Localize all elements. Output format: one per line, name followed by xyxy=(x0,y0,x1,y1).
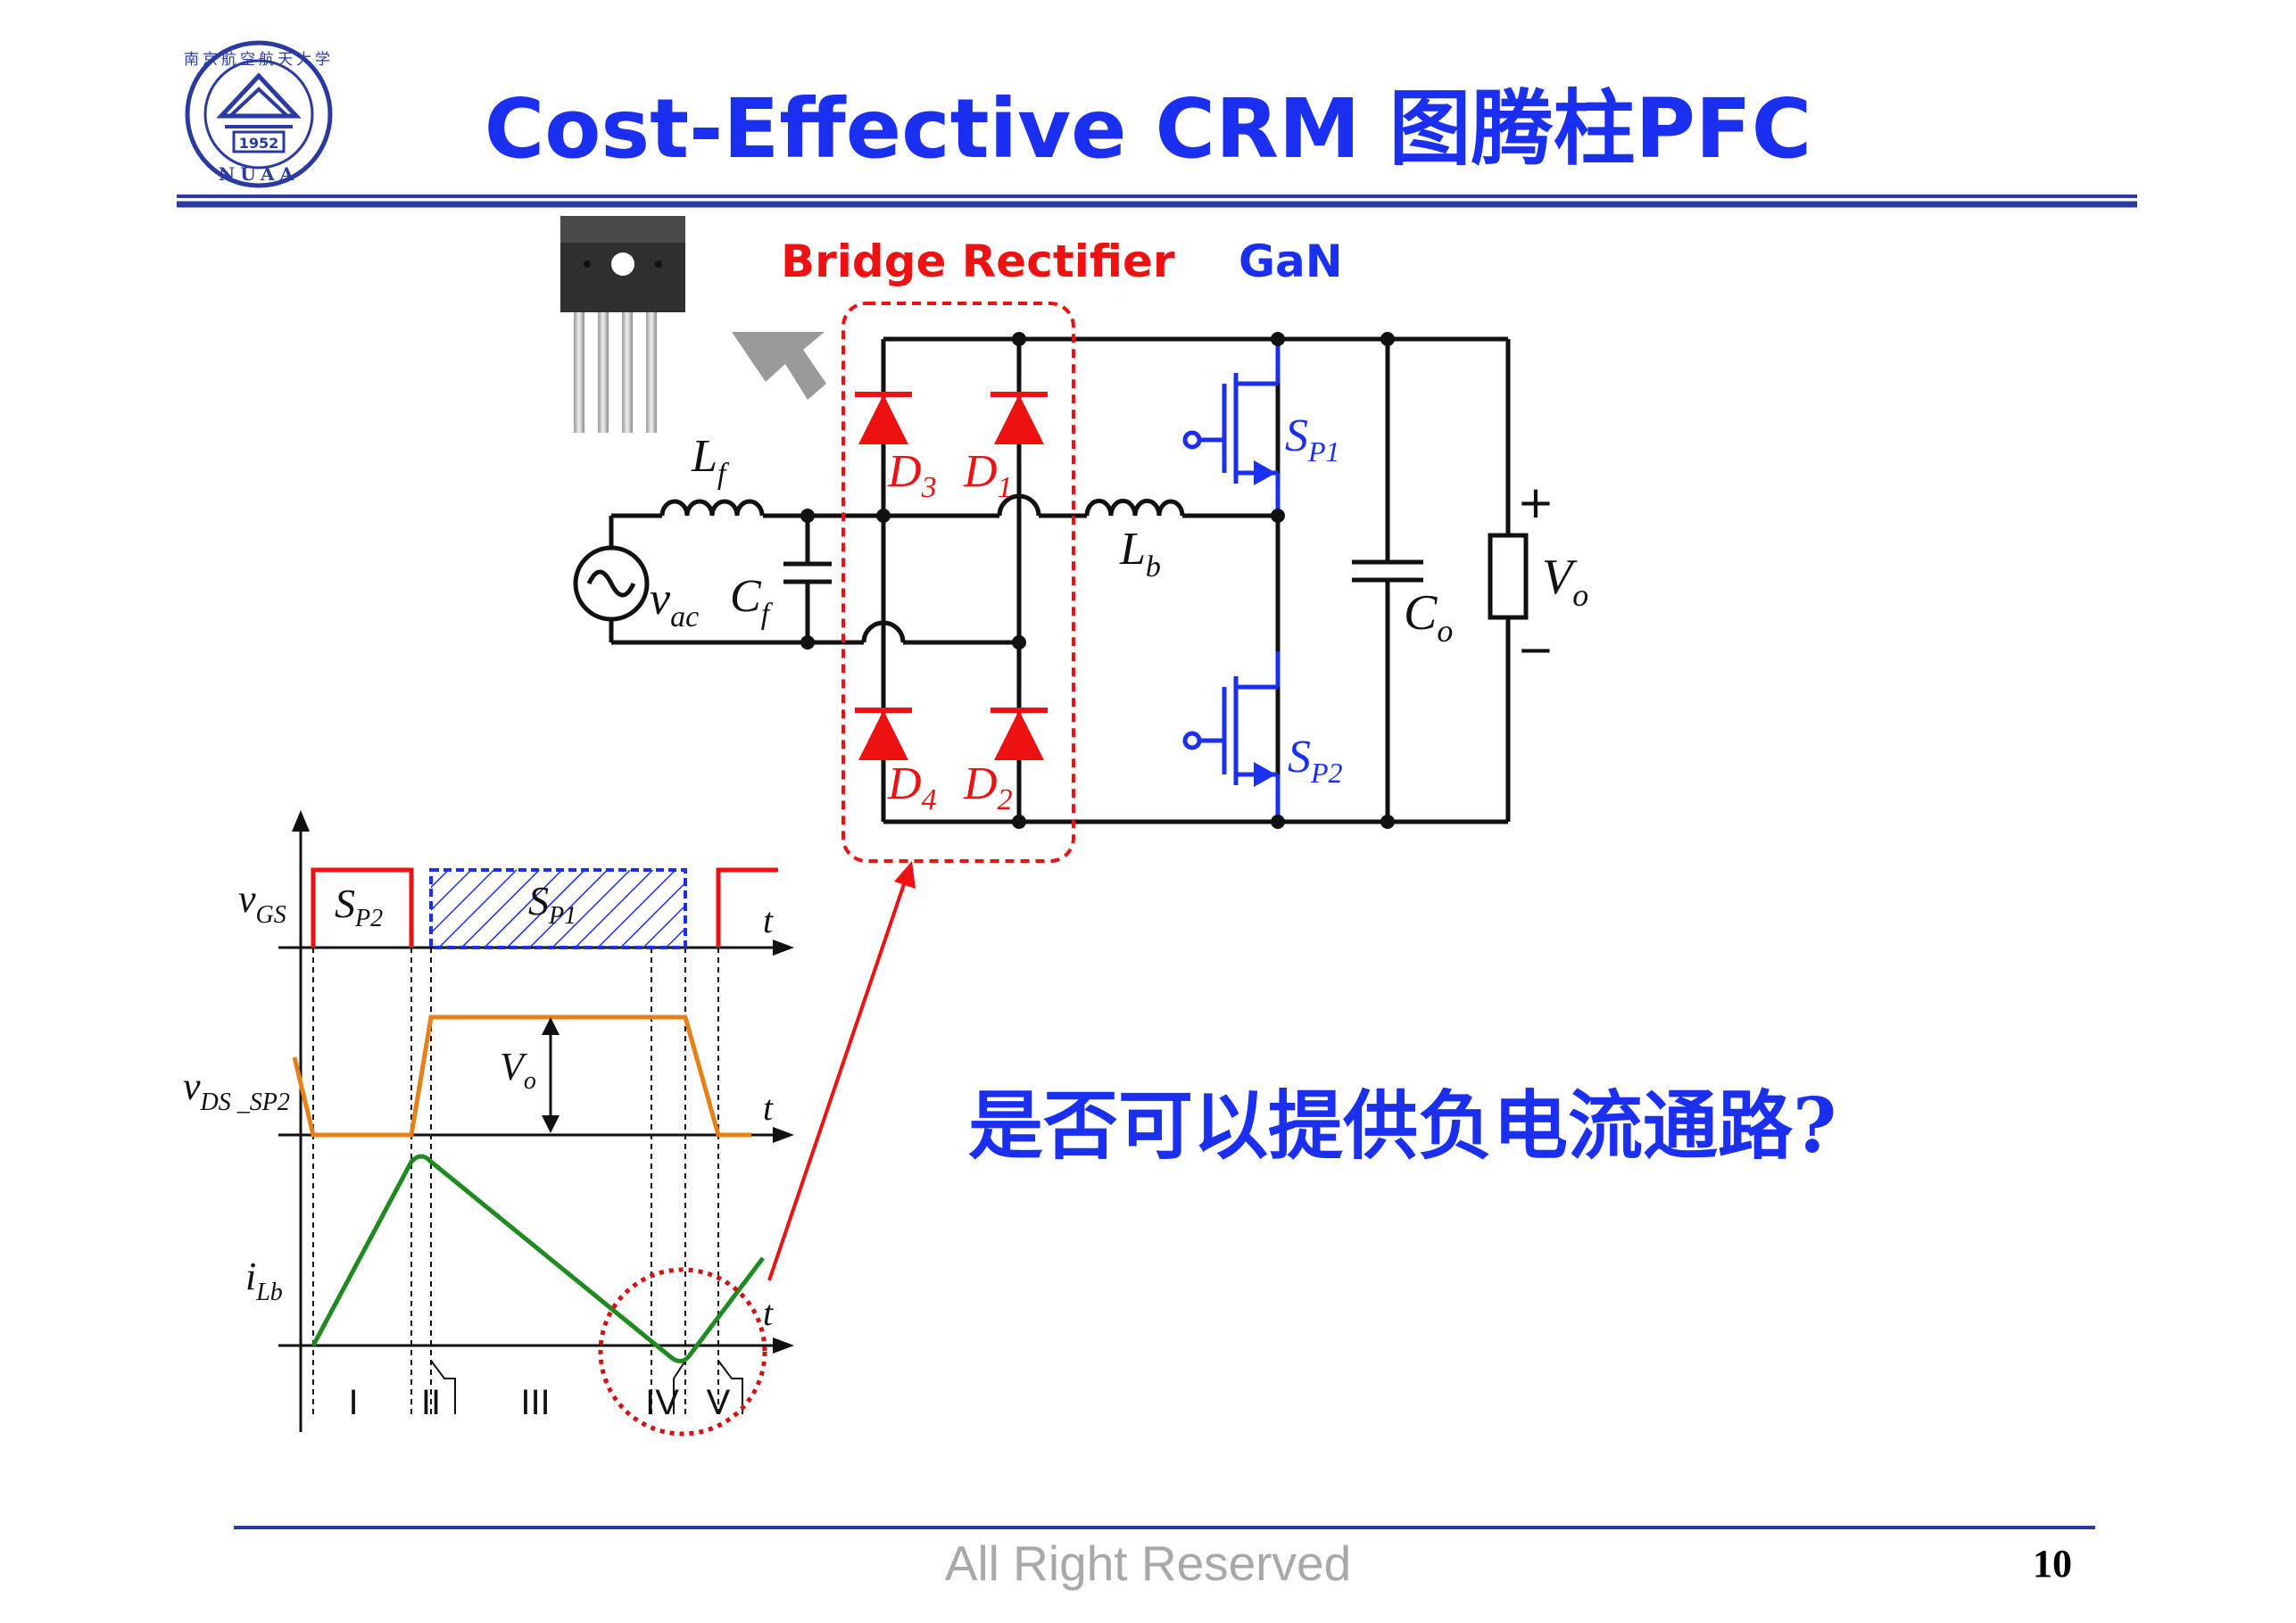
label-vo-wave: Vo xyxy=(500,1045,536,1095)
label-sp2-pulse: SP2 xyxy=(335,881,383,932)
interval-5: V xyxy=(707,1383,731,1422)
label-t1: t xyxy=(763,900,774,940)
label-d3: D3 xyxy=(887,446,937,504)
junction-dots xyxy=(800,332,1395,829)
timing-diagram: vGS vDS _SP2 iLb t t t SP2 SP1 Vo I II I… xyxy=(183,810,916,1437)
label-sp1-pulse: SP1 xyxy=(528,878,576,930)
logo-ring-text: 南京航空航天大学 xyxy=(184,51,334,69)
diode-d3-icon xyxy=(855,392,912,444)
slide-title: Cost-Effective CRM 图腾柱PFC xyxy=(484,81,1812,177)
interval-4: IV xyxy=(645,1383,679,1422)
logo-year: 1952 xyxy=(239,135,279,152)
footer-text: All Right Reserved xyxy=(944,1536,1352,1591)
label-vac: vac xyxy=(650,574,699,633)
diode-d2-icon xyxy=(991,708,1048,760)
page-number: 10 xyxy=(2033,1542,2072,1586)
label-plus: + xyxy=(1517,476,1554,528)
label-cf: Cf xyxy=(730,571,774,631)
ac-source-icon xyxy=(573,545,650,622)
label-t3: t xyxy=(763,1293,774,1333)
question-text: 是否可以提供负电流通路? xyxy=(968,1081,1837,1170)
label-lb: Lb xyxy=(1119,524,1161,584)
label-t2: t xyxy=(763,1088,774,1128)
gan-label: GaN xyxy=(1239,236,1343,287)
label-d4: D4 xyxy=(887,758,937,816)
rectifier-highlight-box xyxy=(841,302,1075,863)
logo-abbr: NUAA xyxy=(219,163,299,185)
label-sp2: SP2 xyxy=(1288,732,1343,789)
label-d2: D2 xyxy=(963,758,1013,816)
nuaa-logo: 1952 NUAA 南京航空航天大学 xyxy=(184,40,334,188)
interval-1: I xyxy=(348,1383,358,1422)
diode-d4-icon xyxy=(855,708,912,760)
bridge-rectifier-label: Bridge Rectifier xyxy=(781,236,1175,287)
label-minus: − xyxy=(1517,624,1554,675)
inductor-lb-icon xyxy=(1084,498,1185,517)
label-sp1: SP1 xyxy=(1285,410,1340,468)
label-vds: vDS _SP2 xyxy=(183,1064,290,1116)
mosfet-sp2-icon xyxy=(1182,651,1281,822)
interval-2: II xyxy=(421,1383,441,1422)
diode-d1-icon xyxy=(991,392,1048,444)
inductor-lf-icon xyxy=(659,499,765,517)
mosfet-sp1-icon xyxy=(1182,339,1281,516)
label-vgs: vGS xyxy=(238,877,286,929)
bridge-package-image xyxy=(560,216,685,433)
label-lf: Lf xyxy=(691,431,730,491)
label-d1: D1 xyxy=(963,446,1013,504)
label-co: Co xyxy=(1404,585,1453,649)
label-ilb: iLb xyxy=(245,1255,283,1306)
label-vo: Vo xyxy=(1542,550,1588,613)
gray-arrow-icon xyxy=(732,332,826,400)
interval-3: III xyxy=(520,1383,550,1422)
